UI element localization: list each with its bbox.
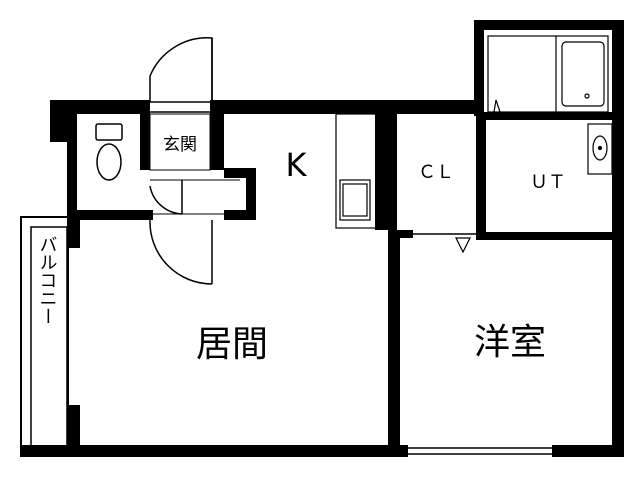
western-room: 洋室 xyxy=(474,322,546,363)
door-marker-icon xyxy=(455,237,471,254)
utility-label: ＵＴ xyxy=(530,172,566,193)
balcony: バルコニー xyxy=(20,216,69,454)
door-swing-icon xyxy=(149,37,213,102)
entrance: 玄関 xyxy=(149,113,240,215)
utility: ＵＴ xyxy=(530,172,566,193)
western-room-label: 洋室 xyxy=(474,322,546,363)
windows xyxy=(150,101,556,455)
outer-walls xyxy=(20,20,624,457)
kitchen-label: K xyxy=(286,146,308,184)
kitchen: K xyxy=(286,113,377,229)
sink-icon xyxy=(587,123,613,175)
closet: ＣＬ xyxy=(418,162,454,183)
stove-icon xyxy=(339,179,371,221)
balcony-label: バルコニー xyxy=(37,235,58,325)
living-room: 居間 xyxy=(196,324,268,365)
door-swing-icon xyxy=(149,180,213,285)
toilet-icon xyxy=(95,123,123,181)
bathtub-icon xyxy=(487,35,609,117)
closet-label: ＣＬ xyxy=(418,162,454,183)
living-label: 居間 xyxy=(196,324,268,365)
inner-walls xyxy=(67,110,624,457)
entrance-label: 玄関 xyxy=(163,135,197,155)
